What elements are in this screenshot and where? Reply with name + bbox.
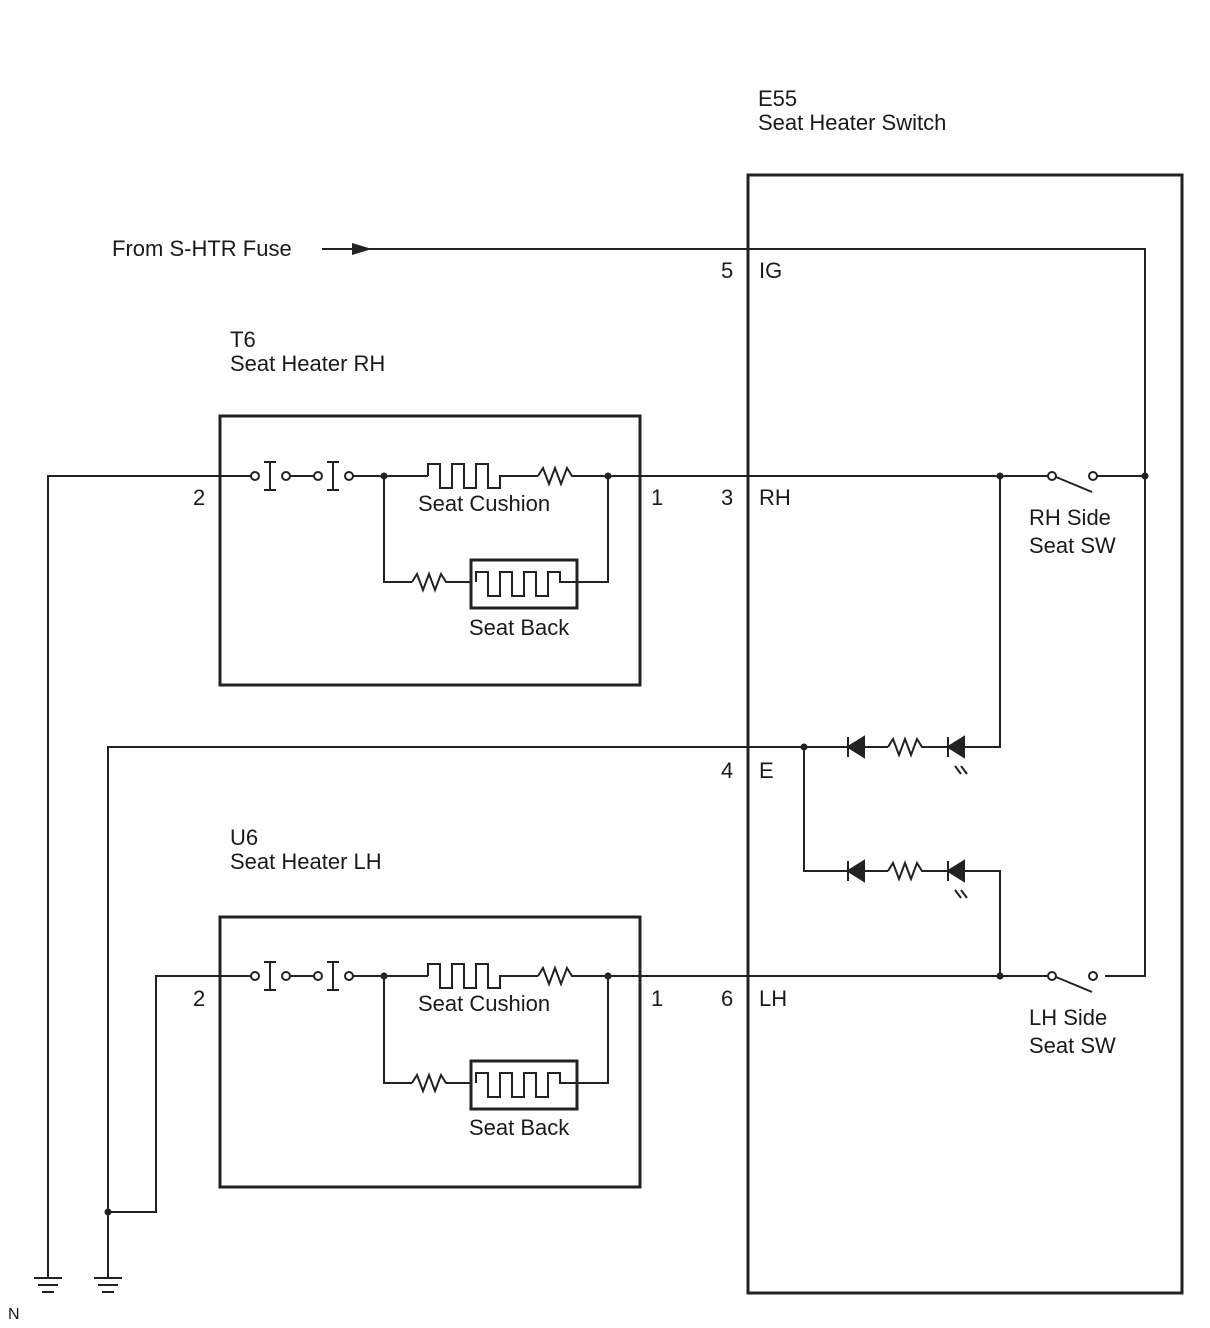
switch-code: E55 [758,86,797,111]
heater-lh-code: U6 [230,825,258,850]
pin-5-number: 5 [721,258,733,283]
switch-name: Seat Heater Switch [758,110,946,135]
pin-6-name: LH [759,986,787,1011]
heater-rh-pin-1: 1 [651,485,663,510]
fuse-feed-label: From S-HTR Fuse [112,236,292,261]
heater-rh-cushion-label: Seat Cushion [418,491,550,516]
heater-lh-circuit [104,961,1048,1216]
pin-4-number: 4 [721,758,733,783]
heater-lh-name: Seat Heater LH [230,849,382,874]
rh-side-seat-switch [740,471,1149,493]
heater-lh-box [218,915,642,1189]
ground-symbol-left [34,1277,62,1293]
heater-rh-box [218,414,642,687]
pin-3-number: 3 [721,485,733,510]
lh-switch-label-2: Seat SW [1029,1033,1116,1058]
heater-rh-back-label: Seat Back [469,615,570,640]
fuse-feed-wire [322,243,1146,977]
heater-rh-code: T6 [230,327,256,352]
corner-mark: N [8,1306,20,1323]
rh-switch-label-1: RH Side [1029,505,1111,530]
pin-4-name: E [759,758,774,783]
pin-6-number: 6 [721,986,733,1011]
heater-lh-pin-1: 1 [651,986,663,1011]
heater-lh-back-label: Seat Back [469,1115,570,1140]
heater-rh-circuit [47,461,740,1278]
lh-switch-label-1: LH Side [1029,1005,1107,1030]
ground-symbol-right [94,1277,122,1293]
heater-rh-pin-2: 2 [193,485,205,510]
pin-3-name: RH [759,485,791,510]
rh-switch-label-2: Seat SW [1029,533,1116,558]
pin-5-name: IG [759,258,782,283]
lh-side-seat-switch [996,971,1098,993]
heater-lh-cushion-label: Seat Cushion [418,991,550,1016]
heater-lh-pin-2: 2 [193,986,205,1011]
heater-rh-name: Seat Heater RH [230,351,385,376]
seat-heater-switch-box [746,173,1184,1295]
indicator-circuit [107,476,1001,1278]
